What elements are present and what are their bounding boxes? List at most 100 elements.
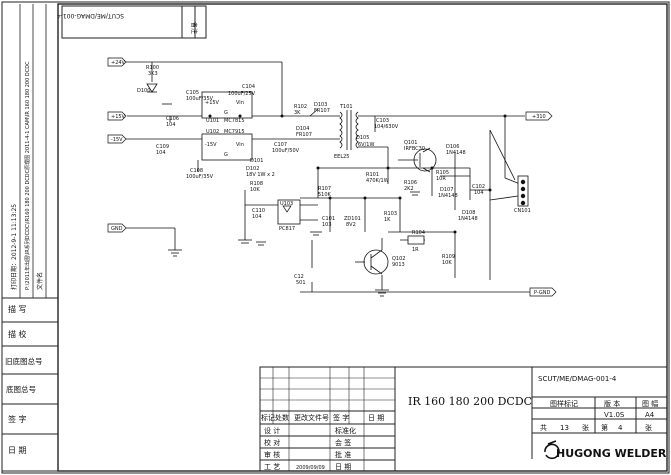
svg-text:G: G <box>224 152 228 158</box>
net-flag-pgnd: P-GND <box>529 287 557 297</box>
field-miaojiao: 描 校 <box>8 329 27 339</box>
value-c106: 104 <box>166 122 176 128</box>
value-c109: 104 <box>156 150 166 156</box>
rev-header-mark: 标记 <box>261 413 275 422</box>
led-d100 <box>146 83 158 93</box>
resistor-r104-body <box>407 235 425 245</box>
total-sheets: 13 <box>560 424 569 432</box>
label-r104: R104 <box>412 230 425 236</box>
net-flag-p24: +24V <box>107 57 127 67</box>
label-c101: C101 <box>322 216 335 222</box>
value-d103: FR107 <box>314 108 330 114</box>
rev-header-count: 处数 <box>275 413 289 422</box>
total-unit: 张 <box>582 423 589 432</box>
label-c103: C103 <box>376 118 389 124</box>
svg-text:P-GND: P-GND <box>534 290 551 296</box>
value-c110: 104 <box>252 214 262 220</box>
value-r106: 2K2 <box>404 186 414 192</box>
label-u101: U101 <box>206 118 219 124</box>
net-flag-n15: -15V <box>107 134 127 144</box>
svg-text:-15V: -15V <box>111 137 123 143</box>
rev-header-date: 日 期 <box>368 414 384 422</box>
value-zd101: 8V2 <box>346 222 356 228</box>
value-r107: 510K <box>318 192 332 198</box>
svg-text:GND: GND <box>111 226 123 232</box>
net-flag-p310: +310 <box>525 111 553 121</box>
label-d101: D101 <box>250 158 263 164</box>
stamp-mark: 备注 <box>190 22 198 34</box>
mosfet-q101 <box>413 147 437 173</box>
svg-text:Vin: Vin <box>236 142 244 148</box>
label-cn101: CN101 <box>514 208 531 214</box>
net-flag-gnd: GND <box>107 223 127 233</box>
label-c108: C108 <box>190 168 203 174</box>
role-design: 设 计 <box>264 426 280 435</box>
label-c105: C105 <box>186 90 199 96</box>
role-countersign: 会 签 <box>335 438 351 447</box>
label-r102: R102 <box>294 104 307 110</box>
svg-text:+24V: +24V <box>111 60 126 66</box>
label-r106: R106 <box>404 180 417 186</box>
component-labels: R100 3K3 D100 C105 100uF/35V C104 100uF/… <box>137 65 531 286</box>
value-d106: 1N4148 <box>446 150 466 156</box>
value-c105: 100uF/35V <box>186 96 214 102</box>
size-header: 图 幅 <box>642 399 658 408</box>
role-review: 审 核 <box>264 450 280 459</box>
rotated-note-date: 打印日期：2012-9-1 11:13:25 <box>10 204 18 290</box>
label-r107: R107 <box>318 186 331 192</box>
label-c109: C109 <box>156 144 169 150</box>
junction-dots <box>208 114 507 234</box>
role-approve: 批 准 <box>335 450 351 459</box>
value-c101: 103 <box>322 222 332 228</box>
value-c103: 104/630V <box>374 124 399 130</box>
brand-logo <box>544 440 560 460</box>
label-r103: R103 <box>384 211 397 217</box>
label-c12: C12 <box>294 274 304 280</box>
svg-text:-15V: -15V <box>205 142 217 148</box>
role-standard: 标准化 <box>335 426 356 435</box>
net-flags: +24V +15V -15V GND +310 P-GND <box>107 57 557 297</box>
field-base: 底图总号 <box>6 384 36 394</box>
field-miaoxie: 描 写 <box>8 304 27 314</box>
svg-text:G: G <box>224 110 228 116</box>
label-c106: C106 <box>166 116 179 122</box>
current-label: 第 <box>601 423 608 432</box>
current-unit: 张 <box>645 423 652 432</box>
label-c110: C110 <box>252 208 265 214</box>
doc-code: SCUT/ME/DMAG-001-4 <box>538 375 617 383</box>
value-d104: FR107 <box>296 132 312 138</box>
value-c12: 501 <box>296 280 306 286</box>
svg-text:+15V: +15V <box>111 114 126 120</box>
drawing-title: IR 160 180 200 DCDC <box>408 395 532 408</box>
value-r101: 470K/1W <box>366 178 389 184</box>
transformer-t101 <box>339 110 359 150</box>
ground-symbols <box>162 103 420 297</box>
regulator-u101: +15V Vin G <box>201 91 253 119</box>
net-flag-p15: +15V <box>107 111 127 121</box>
value-d107: 1N4148 <box>438 193 458 199</box>
value-r100: 3K3 <box>148 71 158 77</box>
version-header: 版 本 <box>604 399 620 408</box>
label-u103: U103 <box>280 201 293 207</box>
svg-text:Vin: Vin <box>236 100 244 106</box>
label-d107: D107 <box>440 187 453 193</box>
label-r108: R108 <box>250 181 263 187</box>
value-t101: EEL25 <box>334 154 349 160</box>
label-r105: R105 <box>436 170 449 176</box>
value-u103: PC817 <box>279 226 295 232</box>
signer-date: 2009/09/09 <box>296 465 325 471</box>
title-block: 标记 处数 更改文件号 签 字 日 期 设 计 校 对 审 核 工 艺 标准化 … <box>259 366 668 472</box>
label-r100: R100 <box>146 65 159 71</box>
role-date: 日 期 <box>335 463 351 471</box>
value-q102: 9013 <box>392 262 405 268</box>
regulator-u102: -15V Vin G <box>201 133 253 161</box>
connector-cn101 <box>517 175 529 207</box>
label-q101: Q101 <box>404 140 417 146</box>
value-r108: 10K <box>250 187 260 193</box>
label-d105: D105 <box>356 135 369 141</box>
label-u102: U102 <box>206 129 219 135</box>
label-d102: D102 <box>246 166 259 172</box>
rev-header-docno: 更改文件号 <box>294 413 329 422</box>
